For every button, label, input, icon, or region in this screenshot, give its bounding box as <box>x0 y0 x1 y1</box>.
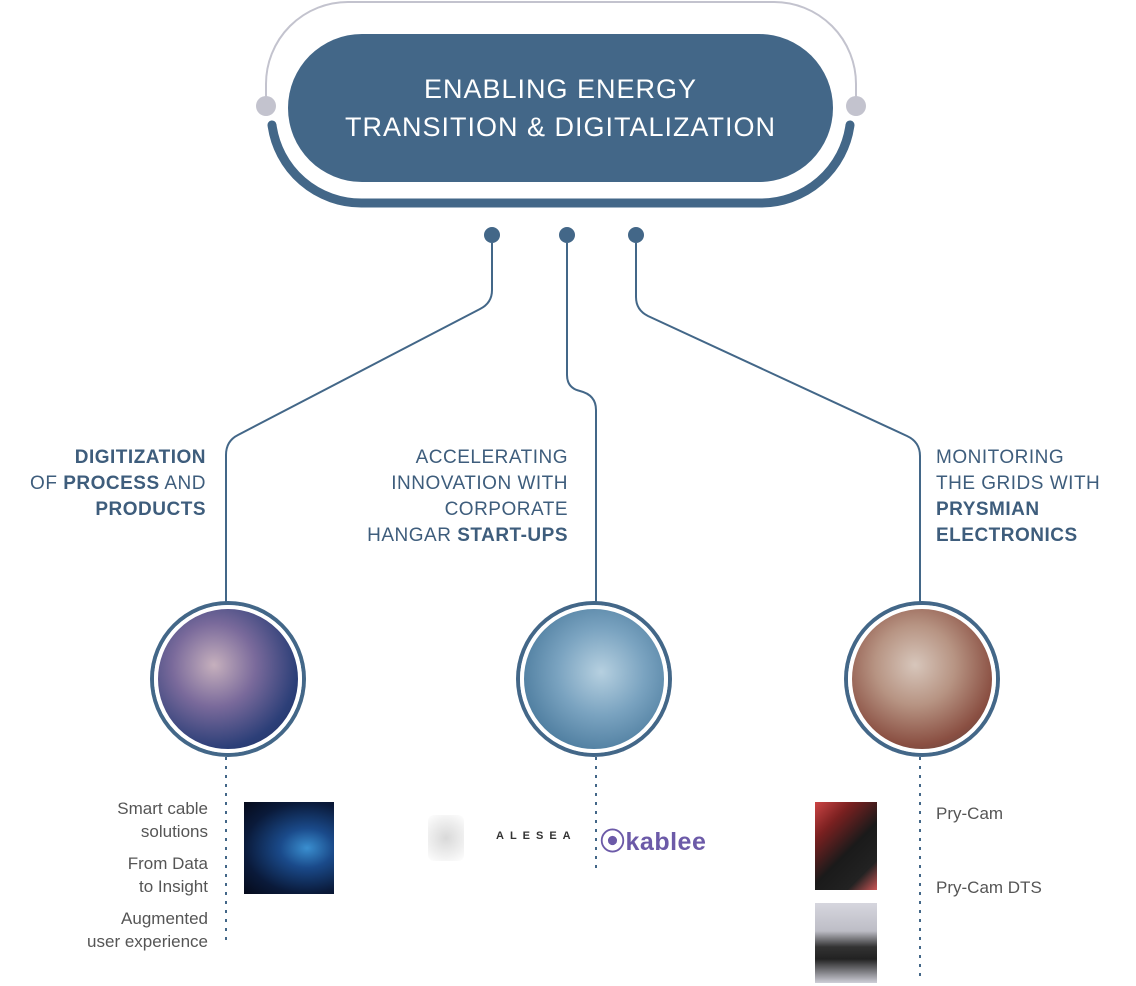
smart-cable-thumbnail <box>244 802 334 894</box>
electronics-photo <box>848 605 996 753</box>
pry-cam-thumbnail <box>815 802 877 890</box>
connector-middle <box>566 243 597 605</box>
title-line-2: TRANSITION & DIGITALIZATION <box>344 112 777 142</box>
connector-dot-middle <box>559 227 575 243</box>
frame-dot-right <box>846 96 866 116</box>
branch-middle-l4-pre: HANGAR <box>367 525 458 546</box>
connector-dot-right <box>628 227 644 243</box>
feature-augmented-ux-l1: Augmented <box>121 909 208 928</box>
pill-frame-top <box>265 1 857 106</box>
pry-cam-dts-thumbnail <box>815 903 877 983</box>
branch-left-l2-pre: OF <box>30 473 64 494</box>
feature-augmented-ux: Augmented user experience <box>48 907 208 953</box>
branch-left-l3: PRODUCTS <box>95 499 206 520</box>
connector-left <box>225 243 493 605</box>
alesea-logo: ALESEA <box>424 805 580 871</box>
alesea-logo-mark <box>428 815 464 861</box>
connector-dot-left <box>484 227 500 243</box>
branch-middle-l4-bold: START-UPS <box>457 525 568 546</box>
feature-data-insight: From Data to Insight <box>48 852 208 898</box>
kablee-logo-text: kablee <box>625 828 707 856</box>
connector-right <box>635 243 921 605</box>
startups-photo <box>520 605 668 753</box>
feature-data-insight-l2: to Insight <box>139 877 208 896</box>
feature-data-insight-l1: From Data <box>127 854 208 873</box>
branch-right-l4: ELECTRONICS <box>936 525 1078 546</box>
title-line-1: ENABLING ENERGY <box>423 74 698 104</box>
feature-augmented-ux-l2: user experience <box>87 932 208 951</box>
branch-left-l2-post: AND <box>159 473 206 494</box>
pry-cam-label: Pry-Cam <box>936 804 1004 823</box>
branch-middle-l1: ACCELERATING <box>415 447 568 468</box>
feature-smart-cable: Smart cable solutions <box>48 797 208 843</box>
branch-middle-l3: CORPORATE <box>444 499 568 520</box>
feature-smart-cable-l1: Smart cable <box>117 799 208 818</box>
digitization-photo <box>154 605 302 753</box>
branch-middle-label: ACCELERATING INNOVATION WITH CORPORATE H… <box>354 445 568 549</box>
frame-dot-left <box>256 96 276 116</box>
pill-frame-bottom <box>267 120 855 208</box>
pry-cam-dts-label: Pry-Cam DTS <box>936 878 1042 897</box>
branch-right-l3: PRYSMIAN <box>936 499 1040 520</box>
branch-right-label: MONITORING THE GRIDS WITH PRYSMIAN ELECT… <box>936 445 1126 549</box>
branch-left-l2-bold: PROCESS <box>63 473 160 494</box>
kablee-logo: ⦿kablee <box>600 822 706 858</box>
branch-right-l2: THE GRIDS WITH <box>936 473 1101 494</box>
branch-middle-l2: INNOVATION WITH <box>391 473 568 494</box>
kablee-logo-icon: ⦿ <box>600 828 626 856</box>
branch-left-l1: DIGITIZATION <box>74 447 206 468</box>
title-pill: ENABLING ENERGY TRANSITION & DIGITALIZAT… <box>288 34 833 182</box>
feature-smart-cable-l2: solutions <box>140 822 208 841</box>
branch-left-label: DIGITIZATION OF PROCESS AND PRODUCTS <box>18 445 206 523</box>
branch-right-l1: MONITORING <box>936 447 1065 468</box>
alesea-logo-text: ALESEA <box>496 830 577 842</box>
